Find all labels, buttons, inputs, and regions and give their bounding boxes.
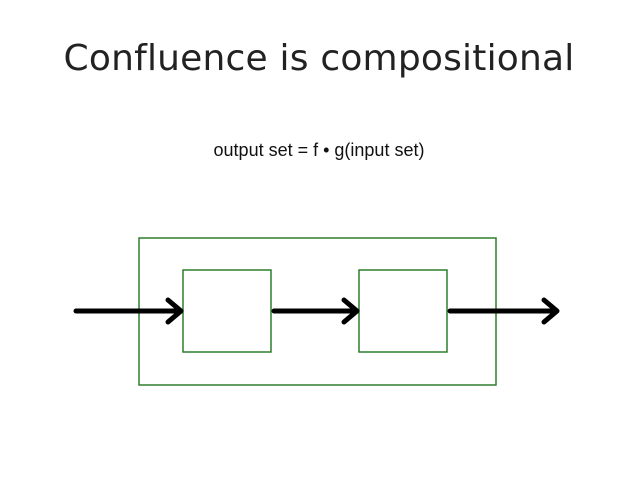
slide-title: Confluence is compositional: [63, 38, 575, 79]
composition-formula: output set = f • g(input set): [213, 140, 425, 160]
function-f-box: [358, 269, 448, 353]
input-arrow: [73, 297, 184, 325]
intermediate-arrow: [271, 297, 360, 325]
function-g-box: [182, 269, 272, 353]
output-arrow: [447, 297, 560, 325]
